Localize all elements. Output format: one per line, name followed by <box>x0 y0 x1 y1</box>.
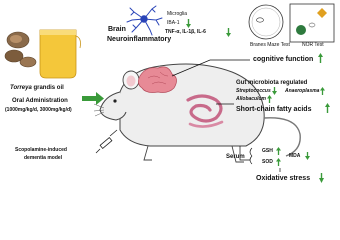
cytokines-label: TNF-α, IL-1β, IL-6 <box>165 29 206 35</box>
gut-icon <box>186 94 224 128</box>
dose-label: (1000mg/kg/d, 3000mg/kg/d) <box>5 107 72 113</box>
oil-beaker-icon <box>39 29 81 79</box>
oil-name-rest: grandis oil <box>31 85 64 91</box>
torreya-nut-icon <box>4 31 37 68</box>
oxidative-stress-label: Oxidative stress <box>256 175 311 182</box>
mda-label: MDA <box>289 153 301 159</box>
nor-test-label: NOR Test <box>302 42 324 48</box>
cognitive-function-label: cognitive function <box>253 56 314 63</box>
oil-name: Torreya grandis oil <box>10 85 64 91</box>
sod-up-arrow-icon <box>276 158 281 166</box>
brain-icon <box>138 66 177 93</box>
nor-test-icon <box>289 3 335 43</box>
streptococcus-down-arrow-icon <box>272 87 277 95</box>
anaeroplasma-label: Anaeroplasma <box>285 88 320 94</box>
anaeroplasma-up-arrow-icon <box>320 87 325 95</box>
serum-label: Serum <box>226 154 245 160</box>
connector-lines <box>171 59 281 172</box>
maze-test-icon <box>248 4 284 40</box>
cytokines-down-arrow-icon <box>226 28 231 37</box>
mda-down-arrow-icon <box>305 152 310 160</box>
neuroinflammatory-title: Neuroinflammatory <box>107 36 172 43</box>
microglia-cell-icon <box>126 5 163 36</box>
diagram-canvas <box>4 3 335 163</box>
allobaculum-label: Allobaculum <box>236 96 267 102</box>
syringe-icon <box>95 129 118 154</box>
gsh-up-arrow-icon <box>276 147 281 155</box>
iba1-down-arrow-icon <box>186 19 191 28</box>
maze-test-label: Branes Maze Test <box>250 42 290 48</box>
allobaculum-up-arrow-icon <box>267 95 272 103</box>
scopolamine-model-line1: Scopolamine-induced <box>15 147 67 153</box>
scfa-label: Short-chain fatty acids <box>236 106 312 113</box>
gut-microbiota-title: Gut microbiota regulated <box>236 80 308 86</box>
scfa-up-arrow-icon <box>325 103 330 113</box>
scopolamine-model-line2: dementia model <box>24 155 63 161</box>
brain-title: Brain <box>108 26 126 33</box>
oil-name-italic: Torreya <box>10 85 32 91</box>
gsh-label: GSH <box>262 148 273 154</box>
sod-label: SOD <box>262 159 273 165</box>
administration-arrow-icon <box>82 92 104 105</box>
oral-administration-label: Oral Administration <box>12 98 68 104</box>
oxidative-down-arrow-icon <box>319 173 324 183</box>
cognitive-up-arrow-icon <box>318 53 323 63</box>
microglia-label: Microglia <box>167 11 188 17</box>
iba1-label: IBA-1 <box>167 20 180 26</box>
streptococcus-label: Streptococcus <box>236 88 271 94</box>
